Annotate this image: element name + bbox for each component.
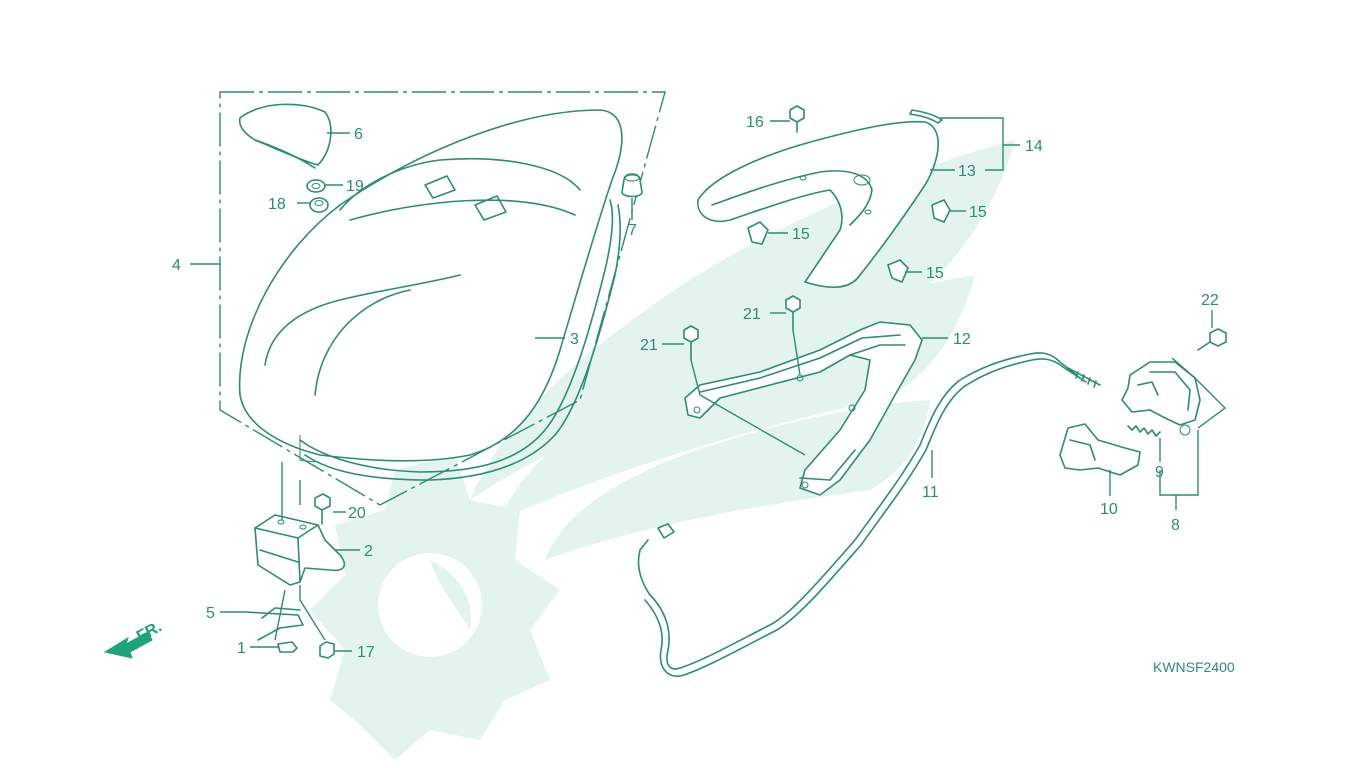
hinge-bracket-part: [254, 514, 346, 586]
callout-12: 12: [953, 331, 971, 348]
rubber-stopper-7: [621, 173, 643, 198]
clip-15-b: [931, 199, 951, 223]
callout-15-c: 15: [926, 265, 944, 282]
callout-5: 5: [206, 605, 215, 622]
callout-13: 13: [958, 163, 976, 180]
callout-19: 19: [346, 178, 364, 195]
bracket-5: [244, 607, 304, 641]
callout-16: 16: [746, 114, 764, 131]
callout-labels: 1 2 3 4 5 6 7 8 9 10 11 12 13 14 15 15 1…: [172, 114, 1219, 661]
trim-strip-14: [909, 109, 943, 124]
grommet-19: [306, 179, 326, 193]
callout-11: 11: [922, 484, 939, 501]
callout-20: 20: [348, 505, 366, 522]
callout-22: 22: [1201, 292, 1219, 309]
callout-15-b: 15: [969, 204, 987, 221]
callout-9: 9: [1155, 464, 1164, 481]
clip-15-a: [747, 221, 769, 245]
lock-cover-10: [1059, 423, 1141, 476]
callout-8: 8: [1171, 517, 1180, 534]
nut-17: [319, 641, 335, 659]
callout-2: 2: [364, 543, 373, 560]
rear-cowl-part: [697, 120, 939, 289]
callout-6: 6: [354, 126, 363, 143]
callout-3: 3: [570, 331, 579, 348]
back-cushion-part: [238, 103, 332, 166]
bolt-22: [1197, 328, 1227, 351]
callout-21-a: 21: [640, 337, 658, 354]
front-direction-arrow: FR.: [103, 618, 165, 659]
callout-10: 10: [1100, 501, 1118, 518]
seat-lock-part: [1121, 361, 1201, 436]
callout-7: 7: [628, 222, 637, 239]
callout-18: 18: [268, 196, 286, 213]
bolt-21-left: [683, 325, 699, 361]
seat-lock-cable: [637, 352, 1081, 670]
screw-16: [789, 105, 805, 133]
bolt-20: [314, 493, 331, 525]
seat-assembly-boundary: [219, 91, 666, 506]
diagram-code: KWNSF2400: [1153, 659, 1235, 675]
callout-1: 1: [237, 640, 246, 657]
leader-lines: [190, 117, 1213, 652]
clip-15-c: [887, 259, 909, 283]
bolt-21-right: [785, 295, 801, 331]
seat-assembly-part: [238, 109, 623, 481]
luggage-frame-part: [684, 321, 923, 496]
bolt-1: [277, 641, 298, 653]
callout-15-a: 15: [792, 226, 810, 243]
spring-9: [1127, 425, 1161, 437]
callout-14: 14: [1025, 138, 1043, 155]
callout-21-b: 21: [743, 306, 761, 323]
callout-4: 4: [172, 257, 181, 274]
callout-17: 17: [357, 644, 375, 661]
